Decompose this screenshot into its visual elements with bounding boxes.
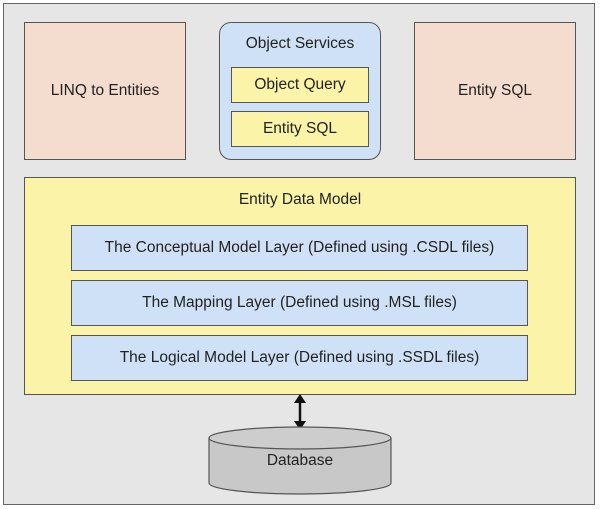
conceptual-model-layer-label: The Conceptual Model Layer (Defined usin… bbox=[104, 239, 495, 256]
mapping-layer-label: The Mapping Layer (Defined using .MSL fi… bbox=[142, 294, 457, 311]
database-label: Database bbox=[266, 452, 334, 469]
object-query-label: Object Query bbox=[254, 76, 346, 93]
entity-sql-label: Entity SQL bbox=[457, 82, 533, 99]
conceptual-model-layer-box: The Conceptual Model Layer (Defined usin… bbox=[71, 225, 528, 271]
object-services-label: Object Services bbox=[245, 35, 355, 52]
database-cylinder-icon bbox=[208, 426, 392, 495]
double-arrow-icon bbox=[294, 394, 306, 430]
logical-model-layer-box: The Logical Model Layer (Defined using .… bbox=[71, 335, 528, 381]
linq-to-entities-box: LINQ to Entities bbox=[24, 22, 186, 160]
entity-data-model-label: Entity Data Model bbox=[238, 191, 362, 208]
entity-sql-box: Entity SQL bbox=[414, 22, 576, 160]
object-services-entity-sql-box: Entity SQL bbox=[231, 111, 369, 147]
linq-to-entities-label: LINQ to Entities bbox=[50, 82, 160, 99]
object-services-entity-sql-label: Entity SQL bbox=[262, 120, 338, 137]
mapping-layer-box: The Mapping Layer (Defined using .MSL fi… bbox=[71, 280, 528, 326]
object-query-box: Object Query bbox=[231, 67, 369, 103]
logical-model-layer-label: The Logical Model Layer (Defined using .… bbox=[119, 349, 480, 366]
